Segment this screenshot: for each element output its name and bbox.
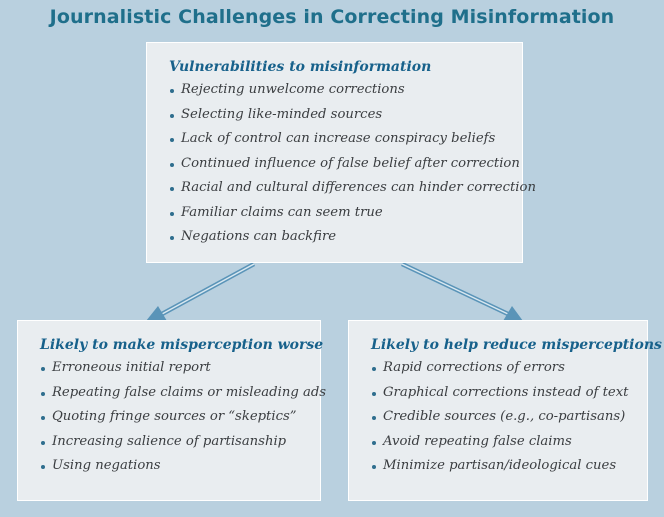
list-item: Selecting like-minded sources — [169, 103, 522, 128]
arrow-to-reduce-shaft-highlight — [401, 263, 509, 315]
vulnerabilities-list: Rejecting unwelcome corrections Selectin… — [169, 78, 536, 250]
worse-list: Erroneous initial report Repeating false… — [40, 356, 326, 479]
list-item: Avoid repeating false claims — [371, 430, 647, 455]
vulnerabilities-heading: Vulnerabilities to misinformation — [169, 59, 432, 75]
list-item: Minimize partisan/ideological cues — [371, 454, 647, 479]
list-item: Continued influence of false belief afte… — [169, 152, 522, 177]
list-item: Quoting fringe sources or “skeptics” — [40, 405, 320, 430]
list-item: Credible sources (e.g., co-partisans) — [371, 405, 647, 430]
list-item: Familiar claims can seem true — [169, 201, 522, 226]
arrow-to-worse-shaft-highlight — [161, 263, 255, 315]
reduce-heading: Likely to help reduce misperceptions — [371, 337, 662, 353]
diagram-title: Journalistic Challenges in Correcting Mi… — [49, 6, 615, 28]
reduce-box: Likely to help reduce misperceptions Rap… — [348, 320, 662, 501]
reduce-list: Rapid corrections of errors Graphical co… — [371, 356, 647, 479]
list-item: Increasing salience of partisanship — [40, 430, 320, 455]
list-item: Erroneous initial report — [40, 356, 320, 381]
arrow-to-worse-head — [146, 306, 167, 321]
list-item: Graphical corrections instead of text — [371, 381, 647, 406]
list-item: Rapid corrections of errors — [371, 356, 647, 381]
arrow-to-reduce-head — [503, 306, 523, 321]
arrow-to-reduce — [401, 261, 523, 321]
list-item: Racial and cultural differences can hind… — [169, 176, 536, 201]
list-item: Repeating false claims or misleading ads — [40, 381, 326, 406]
list-item: Rejecting unwelcome corrections — [169, 78, 522, 103]
list-item: Negations can backfire — [169, 225, 522, 250]
worse-box: Likely to make misperception worse Erron… — [17, 320, 326, 501]
worse-heading: Likely to make misperception worse — [40, 337, 324, 353]
vulnerabilities-box: Vulnerabilities to misinformation Reject… — [146, 42, 536, 263]
arrow-to-worse — [146, 262, 256, 321]
list-item: Using negations — [40, 454, 320, 479]
list-item: Lack of control can increase conspiracy … — [169, 127, 522, 152]
